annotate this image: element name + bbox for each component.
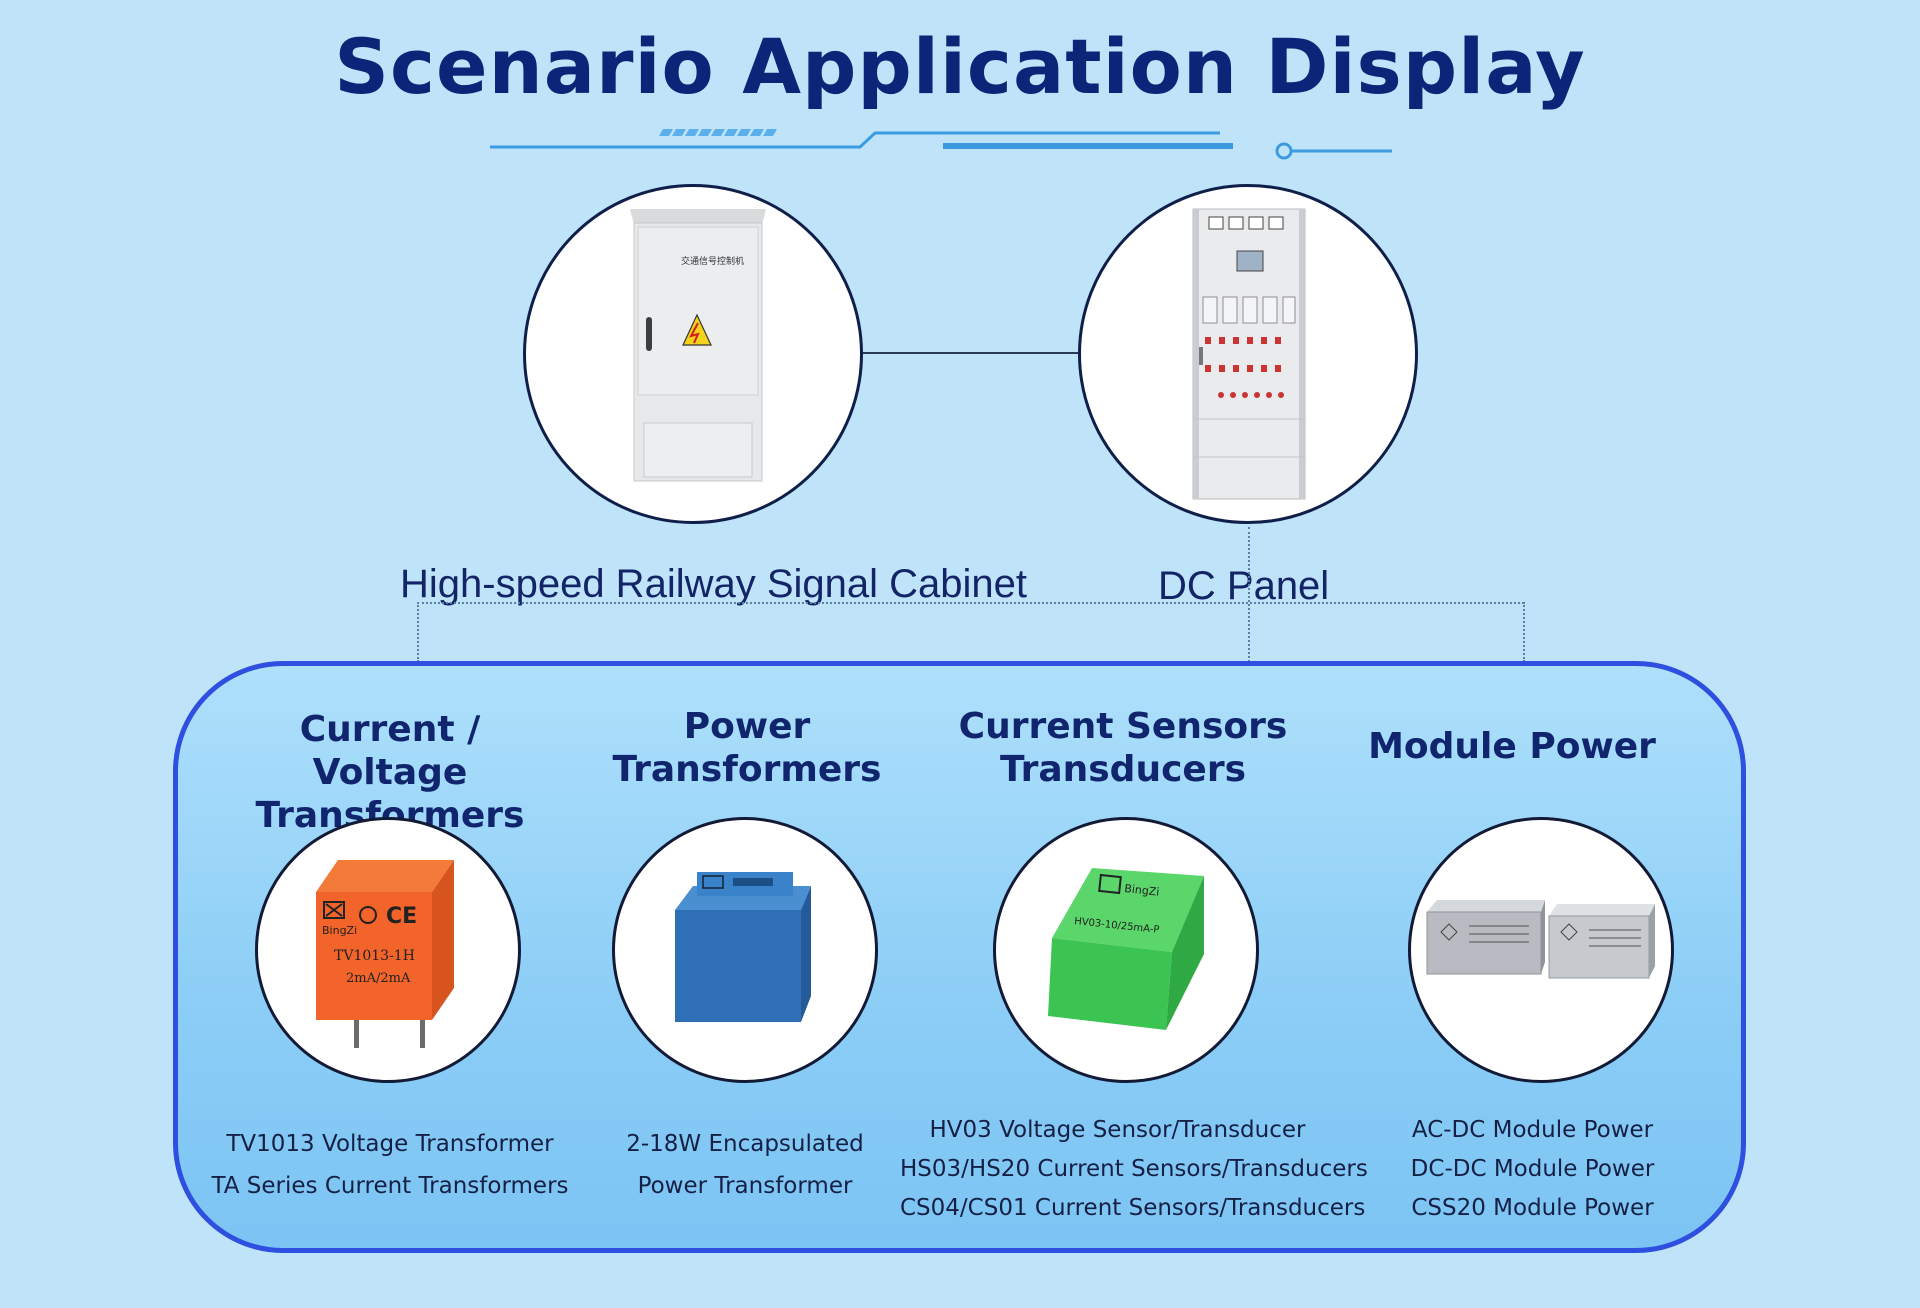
title-underline-decoration (490, 129, 1392, 160)
cabinet-label-text: 交通信号控制机 (681, 255, 744, 267)
scene-label-signal-cabinet: High-speed Railway Signal Cabinet (400, 562, 1028, 606)
page-title: Scenario Application Display (334, 22, 1586, 111)
brand-mark-text: BingZi (322, 924, 357, 937)
signal-cabinet-circle: 交通信号控制机 (523, 184, 863, 524)
category-title-current-sensors: Current Sensors Transducers (953, 705, 1293, 791)
signal-cabinet-image: 交通信号控制机 (630, 209, 766, 482)
blue-power-transformer-image (675, 872, 811, 1022)
desc-item: TV1013 Voltage Transformer (226, 1131, 554, 1157)
dotted-connector-right (1523, 602, 1525, 662)
category-desc-module-power: AC-DC Module Power DC-DC Module Power CS… (1385, 1111, 1680, 1228)
product-circle-power-transformer (612, 817, 878, 1083)
category-title-module-power: Module Power (1352, 725, 1672, 768)
desc-item: TA Series Current Transformers (211, 1173, 569, 1199)
desc-item: CS04/CS01 Current Sensors/Transducers (900, 1195, 1366, 1221)
desc-item: 2-18W Encapsulated (626, 1131, 864, 1157)
brand-mark-text: BingZi (1124, 882, 1160, 899)
category-title-line: Current / Voltage (299, 709, 481, 793)
model-mark-text: TV1013-1H (334, 948, 415, 964)
category-title-line: Current Sensors (958, 706, 1288, 747)
dotted-connector-horizontal (417, 602, 1524, 604)
dc-panel-circle (1078, 184, 1418, 524)
desc-item: AC-DC Module Power (1411, 1117, 1654, 1143)
product-circle-current-sensor: BingZi HV03-10/25mA-P (993, 817, 1259, 1083)
category-title-line: Module Power (1368, 726, 1656, 767)
ce-mark-text: CE (386, 904, 417, 929)
category-title-line: Transducers (999, 749, 1247, 790)
product-circle-voltage-transformer: BingZi CE TV1013-1H 2mA/2mA (255, 817, 521, 1083)
desc-item: CSS20 Module Power (1411, 1195, 1654, 1221)
orange-voltage-transformer-image: BingZi CE TV1013-1H 2mA/2mA (316, 860, 454, 1048)
desc-item: DC-DC Module Power (1410, 1156, 1655, 1182)
category-desc-current-voltage-transformers: TV1013 Voltage Transformer TA Series Cur… (195, 1123, 585, 1207)
metal-module-power-image (1426, 900, 1655, 979)
desc-item: HV03 Voltage Sensor/Transducer (929, 1117, 1306, 1143)
category-title-power-transformers: Power Transformers (597, 705, 897, 791)
dotted-connector-left (417, 602, 419, 662)
dc-panel-cabinet-image (1192, 208, 1306, 500)
desc-item: Power Transformer (637, 1173, 853, 1199)
category-title-line: Transformers (612, 749, 882, 790)
dotted-connector-center (1248, 527, 1250, 662)
green-voltage-sensor-image: BingZi HV03-10/25mA-P (1048, 868, 1204, 1030)
desc-item: HS03/HS20 Current Sensors/Transducers (900, 1156, 1368, 1182)
scene-label-dc-panel: DC Panel (1158, 564, 1330, 608)
category-desc-current-sensors: HV03 Voltage Sensor/Transducer HS03/HS20… (900, 1111, 1368, 1228)
product-circle-module-power (1408, 817, 1674, 1083)
category-desc-power-transformers: 2-18W Encapsulated Power Transformer (600, 1123, 890, 1207)
scene-connector-line (862, 352, 1080, 354)
rating-mark-text: 2mA/2mA (346, 971, 411, 986)
category-title-line: Power (683, 706, 811, 747)
